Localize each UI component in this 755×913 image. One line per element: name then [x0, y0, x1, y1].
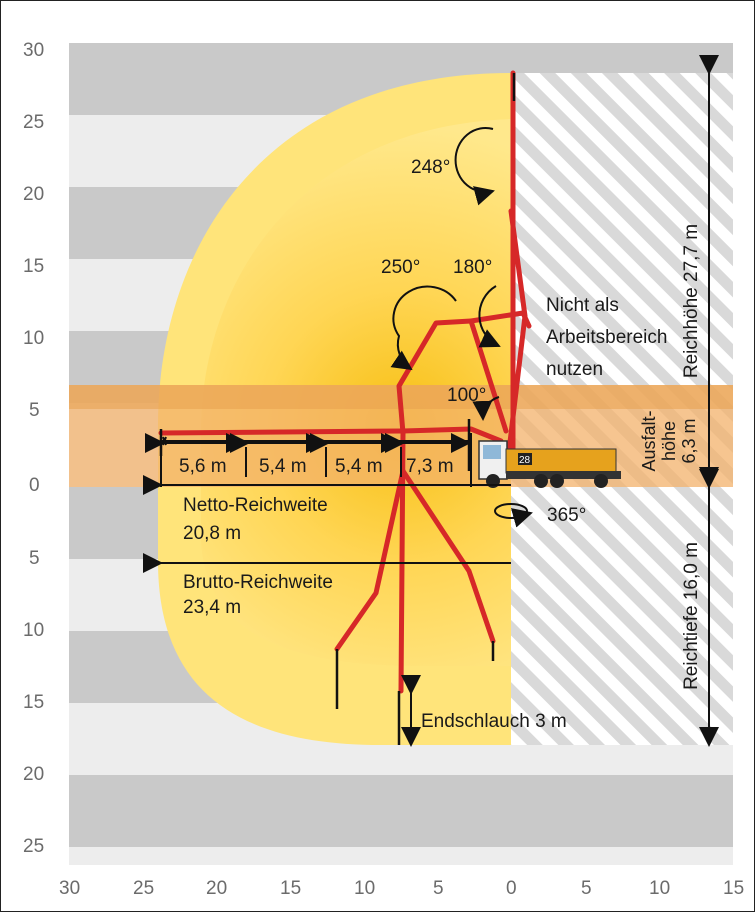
- unfold-height-line1: Ausfalt-: [639, 410, 659, 471]
- net-reach-label: Netto-Reichweite: [183, 495, 328, 516]
- reach-depth-label: Reichtiefe 16,0 m: [681, 542, 702, 690]
- svg-text:30: 30: [59, 878, 80, 899]
- angle-250-label: 250°: [381, 257, 420, 278]
- unfold-height-line2: höhe: [659, 421, 679, 461]
- rotation-arrows: [390, 127, 533, 528]
- rotation-100-icon: [472, 396, 500, 421]
- svg-text:10: 10: [649, 878, 670, 899]
- svg-text:20: 20: [23, 764, 44, 785]
- segment-ticks: [145, 433, 472, 477]
- net-reach-value: 20,8 m: [183, 523, 241, 544]
- rotation-180-icon: [478, 285, 501, 348]
- rotation-250-icon: [390, 285, 457, 371]
- y-axis-bottom: 5 10 15 20 25: [23, 548, 44, 857]
- truck-number: 28: [519, 455, 531, 466]
- svg-text:15: 15: [23, 256, 44, 277]
- svg-text:5: 5: [433, 878, 444, 899]
- y-axis-top: 30 25 20 15 10 5 0: [23, 40, 44, 496]
- svg-text:10: 10: [23, 620, 44, 641]
- svg-text:25: 25: [133, 878, 154, 899]
- gross-reach-label: Brutto-Reichweite: [183, 572, 333, 593]
- unfold-height-line3: 6,3 m: [679, 418, 699, 463]
- no-work-zone-line2: Arbeitsbereich: [546, 327, 667, 348]
- svg-text:10: 10: [354, 878, 375, 899]
- svg-text:30: 30: [23, 40, 44, 61]
- segment-3-label: 5,4 m: [335, 456, 383, 477]
- end-hose-label: Endschlauch 3 m: [421, 711, 567, 732]
- angle-248-label: 248°: [411, 157, 450, 178]
- svg-text:15: 15: [280, 878, 301, 899]
- svg-text:0: 0: [506, 878, 517, 899]
- svg-text:20: 20: [23, 184, 44, 205]
- angle-180-label: 180°: [453, 257, 492, 278]
- svg-text:25: 25: [23, 112, 44, 133]
- svg-text:0: 0: [29, 475, 40, 496]
- gross-reach-value: 23,4 m: [183, 597, 241, 618]
- angle-100-label: 100°: [447, 385, 486, 406]
- segment-2-label: 5,4 m: [259, 456, 307, 477]
- segment-1-label: 5,6 m: [179, 456, 227, 477]
- truck: 28: [478, 440, 621, 488]
- svg-text:5: 5: [29, 400, 40, 421]
- svg-text:10: 10: [23, 328, 44, 349]
- no-work-zone-line3: nutzen: [546, 359, 603, 380]
- no-work-zone-line1: Nicht als: [546, 295, 619, 316]
- reach-height-label: Reichhöhe 27,7 m: [681, 224, 702, 378]
- segment-4-label: 7,3 m: [406, 456, 454, 477]
- rotation-248-icon: [454, 127, 495, 206]
- svg-text:15: 15: [23, 692, 44, 713]
- angle-365-label: 365°: [547, 505, 586, 526]
- boom: [158, 70, 532, 694]
- svg-text:5: 5: [29, 548, 40, 569]
- svg-text:25: 25: [23, 836, 44, 857]
- svg-text:5: 5: [581, 878, 592, 899]
- svg-text:20: 20: [206, 878, 227, 899]
- x-axis: 30 25 20 15 10 5 0 5 10 15: [59, 878, 744, 899]
- svg-text:15: 15: [723, 878, 744, 899]
